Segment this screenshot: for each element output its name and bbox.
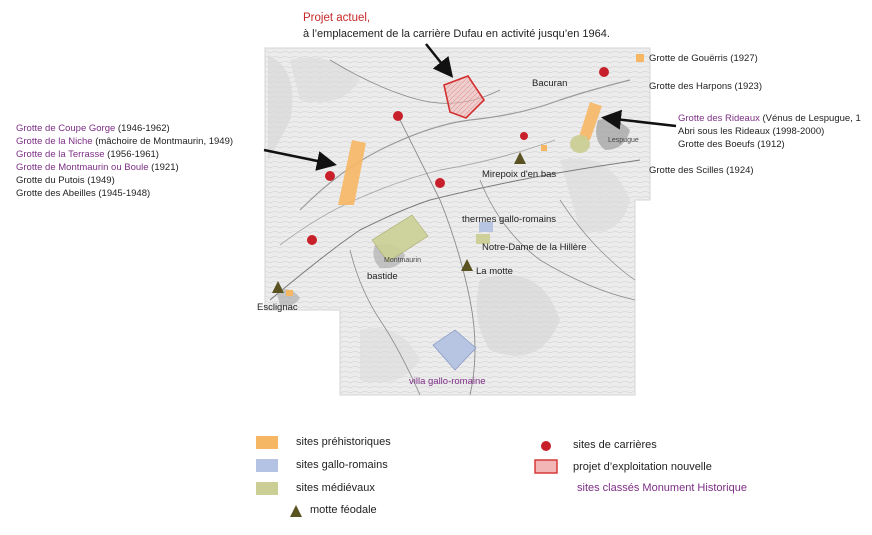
left-cave-item: Grotte de la Niche (mâchoire de Montmaur…: [16, 136, 234, 147]
label-mirepoix: Mirepoix d'en bas: [482, 169, 556, 180]
legend-swatch-motte: [290, 505, 302, 517]
label-montmaurin: Montmaurin: [384, 257, 421, 264]
label-la-motte: La motte: [476, 266, 513, 277]
cave-harpons: Grotte des Harpons (1923): [649, 81, 763, 92]
legend-label-motte: motte féodale: [310, 504, 377, 516]
label-lespugue: Lespugue: [608, 137, 639, 144]
label-thermes: thermes gallo-romains: [462, 214, 556, 225]
legend-swatches: [256, 436, 558, 517]
left-cave-item: Grotte de Coupe Gorge (1946-1962): [16, 123, 170, 134]
legend-swatch-gallo-roman: [256, 459, 278, 472]
label-villa: villa gallo-romaine: [409, 376, 486, 387]
legend-label-medieval: sites médiévaux: [296, 482, 375, 494]
project-subtitle: à l’emplacement de la carrière Dufau en …: [303, 28, 610, 40]
annotation-arrows: [263, 43, 677, 171]
topographic-map: [264, 47, 651, 396]
legend-label-prehistoric: sites préhistoriques: [296, 436, 391, 448]
left-cave-item: Grotte du Putois (1949): [16, 175, 115, 186]
quarry-sites: [307, 67, 609, 245]
gallo-roman-sites: [432, 222, 493, 371]
right-cave-item: Grotte des Rideaux (Vénus de Lespugue, 1: [678, 113, 861, 124]
legend-label-new-project: projet d’exploitation nouvelle: [573, 461, 712, 473]
legend-swatch-medieval: [256, 482, 278, 495]
medieval-sites: [371, 135, 590, 263]
right-cave-item: Abri sous les Rideaux (1998-2000): [678, 126, 825, 137]
legend-label-classified: sites classés Monument Historique: [577, 482, 747, 494]
legend-swatch-prehistoric: [256, 436, 278, 449]
label-notre-dame: Notre-Dame de la Hillère: [482, 242, 587, 253]
prehistoric-sites: [286, 54, 644, 296]
left-cave-item: Grotte de Montmaurin ou Boule (1921): [16, 162, 179, 173]
legend-swatch-quarry: [541, 441, 551, 451]
right-cave-list: Grotte des Rideaux (Vénus de Lespugue, 1…: [678, 112, 872, 151]
feudal-mottes: [272, 152, 526, 293]
new-exploitation-area: [443, 75, 486, 119]
label-bastide: bastide: [367, 271, 398, 282]
label-esclignac: Esclignac: [257, 302, 298, 313]
cave-gouerris: Grotte de Gouërris (1927): [649, 53, 758, 64]
legend-label-quarry: sites de carrières: [573, 439, 657, 451]
legend-swatch-new-project: [534, 459, 558, 474]
project-title: Projet actuel,: [303, 12, 371, 24]
left-cave-list: Grotte de Coupe Gorge (1946-1962) Grotte…: [16, 122, 233, 200]
legend-label-gallo-roman: sites gallo-romains: [296, 459, 388, 471]
cave-scilles: Grotte des Scilles (1924): [649, 165, 754, 176]
label-bacuran: Bacuran: [532, 78, 567, 89]
right-cave-item: Grotte des Boeufs (1912): [678, 139, 785, 150]
left-cave-item: Grotte de la Terrasse (1956-1961): [16, 149, 159, 160]
left-cave-item: Grotte des Abeilles (1945-1948): [16, 188, 151, 199]
